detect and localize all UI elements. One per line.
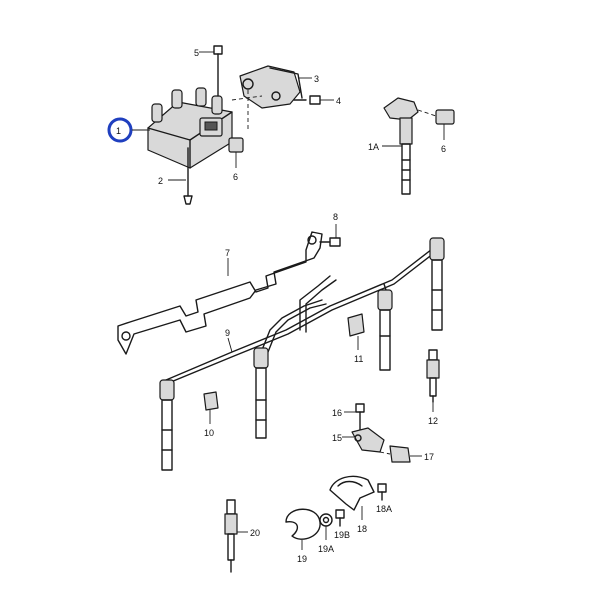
sensor-15[interactable] xyxy=(351,427,385,453)
callout-17: 17 xyxy=(424,452,434,462)
callout-1[interactable]: 1 xyxy=(116,126,121,136)
pencil-coil-1a[interactable] xyxy=(383,97,419,195)
callout-8: 8 xyxy=(333,212,338,222)
callout-4: 4 xyxy=(336,96,341,106)
nut-19a[interactable] xyxy=(319,513,333,527)
clip-10[interactable] xyxy=(203,391,219,411)
callout-20: 20 xyxy=(250,528,260,538)
connector-6-coil[interactable] xyxy=(228,137,244,153)
callout-7: 7 xyxy=(225,248,230,258)
bolt-2[interactable] xyxy=(183,147,193,205)
callout-1a: 1A xyxy=(368,142,379,152)
callout-16: 16 xyxy=(332,408,342,418)
clip-11[interactable] xyxy=(347,313,365,337)
callout-18: 18 xyxy=(357,524,367,534)
screw-4[interactable] xyxy=(293,95,321,105)
highlight-ring[interactable] xyxy=(107,117,133,143)
ignition-coil[interactable] xyxy=(147,87,233,169)
glow-plug-20[interactable] xyxy=(224,499,238,573)
callout-11: 11 xyxy=(354,354,363,364)
callout-18a: 18A xyxy=(376,504,392,514)
callout-12: 12 xyxy=(428,416,438,426)
callout-5: 5 xyxy=(194,48,199,58)
plug-boot-right[interactable] xyxy=(429,237,445,331)
callout-19b: 19B xyxy=(334,530,350,540)
connector-17[interactable] xyxy=(389,445,411,463)
bracket-3[interactable] xyxy=(239,65,303,109)
callout-6-coil: 6 xyxy=(233,172,238,182)
connector-6-pencil[interactable] xyxy=(435,109,455,125)
plug-boot-mid[interactable] xyxy=(253,347,269,439)
callout-3: 3 xyxy=(314,74,319,84)
ignition-leads-9[interactable] xyxy=(165,245,439,385)
shield-19[interactable] xyxy=(285,508,321,540)
callout-10: 10 xyxy=(204,428,214,438)
plug-boot-left[interactable] xyxy=(159,379,175,471)
screw-8[interactable] xyxy=(319,237,341,247)
callout-19: 19 xyxy=(297,554,307,564)
heat-shield-7[interactable] xyxy=(117,231,323,355)
callout-9: 9 xyxy=(225,328,230,338)
screw-18a[interactable] xyxy=(377,483,387,501)
bolt-5[interactable] xyxy=(213,45,223,97)
spark-plug-12[interactable] xyxy=(426,349,440,403)
plug-boot-center[interactable] xyxy=(377,289,393,371)
callout-15: 15 xyxy=(332,433,342,443)
callout-2: 2 xyxy=(158,176,163,186)
bracket-18[interactable] xyxy=(329,475,375,511)
callout-19a: 19A xyxy=(318,544,334,554)
callout-6-pencil: 6 xyxy=(441,144,446,154)
bolt-19b[interactable] xyxy=(335,509,345,527)
